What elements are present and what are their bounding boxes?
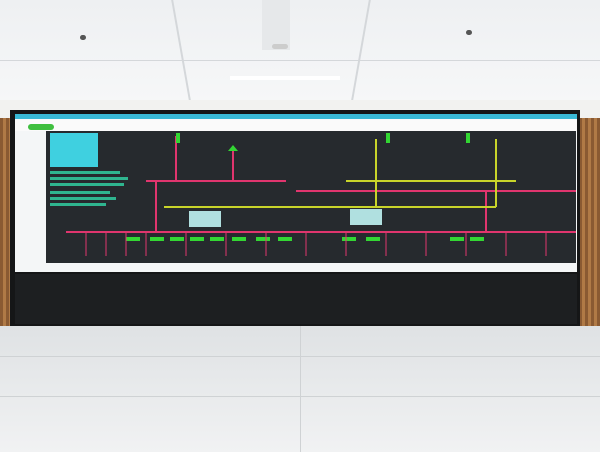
ceiling-beam (262, 0, 290, 50)
ceiling-seam (171, 0, 191, 100)
busbars (66, 136, 576, 233)
status-triangle-icon (228, 145, 238, 151)
ceiling-seam (351, 0, 371, 100)
feeder-lines (85, 232, 547, 256)
tiled-floor (0, 326, 600, 452)
yellow-busbars (164, 139, 516, 208)
window-title-bar (15, 114, 577, 119)
transformer-info-panel (189, 211, 221, 227)
video-wall-lower-panels (15, 274, 577, 324)
single-line-diagram (46, 131, 576, 263)
ceiling-seam (0, 60, 600, 61)
ceiling-light-icon (272, 44, 288, 49)
info-text-block (50, 171, 128, 206)
ceiling-camera-icon (466, 30, 472, 35)
ceiling-camera-icon (80, 35, 86, 40)
toolbar (15, 119, 577, 131)
feeder-status-indicators (126, 133, 484, 241)
ceiling (0, 0, 600, 102)
tile-seam (300, 326, 301, 452)
info-panel (50, 133, 98, 167)
diagram-svg (50, 133, 576, 256)
wood-panel-right (579, 118, 600, 326)
ceiling-light-strip (230, 76, 340, 80)
transformer-info-panel (350, 209, 382, 225)
toolbar-button[interactable] (28, 124, 54, 130)
